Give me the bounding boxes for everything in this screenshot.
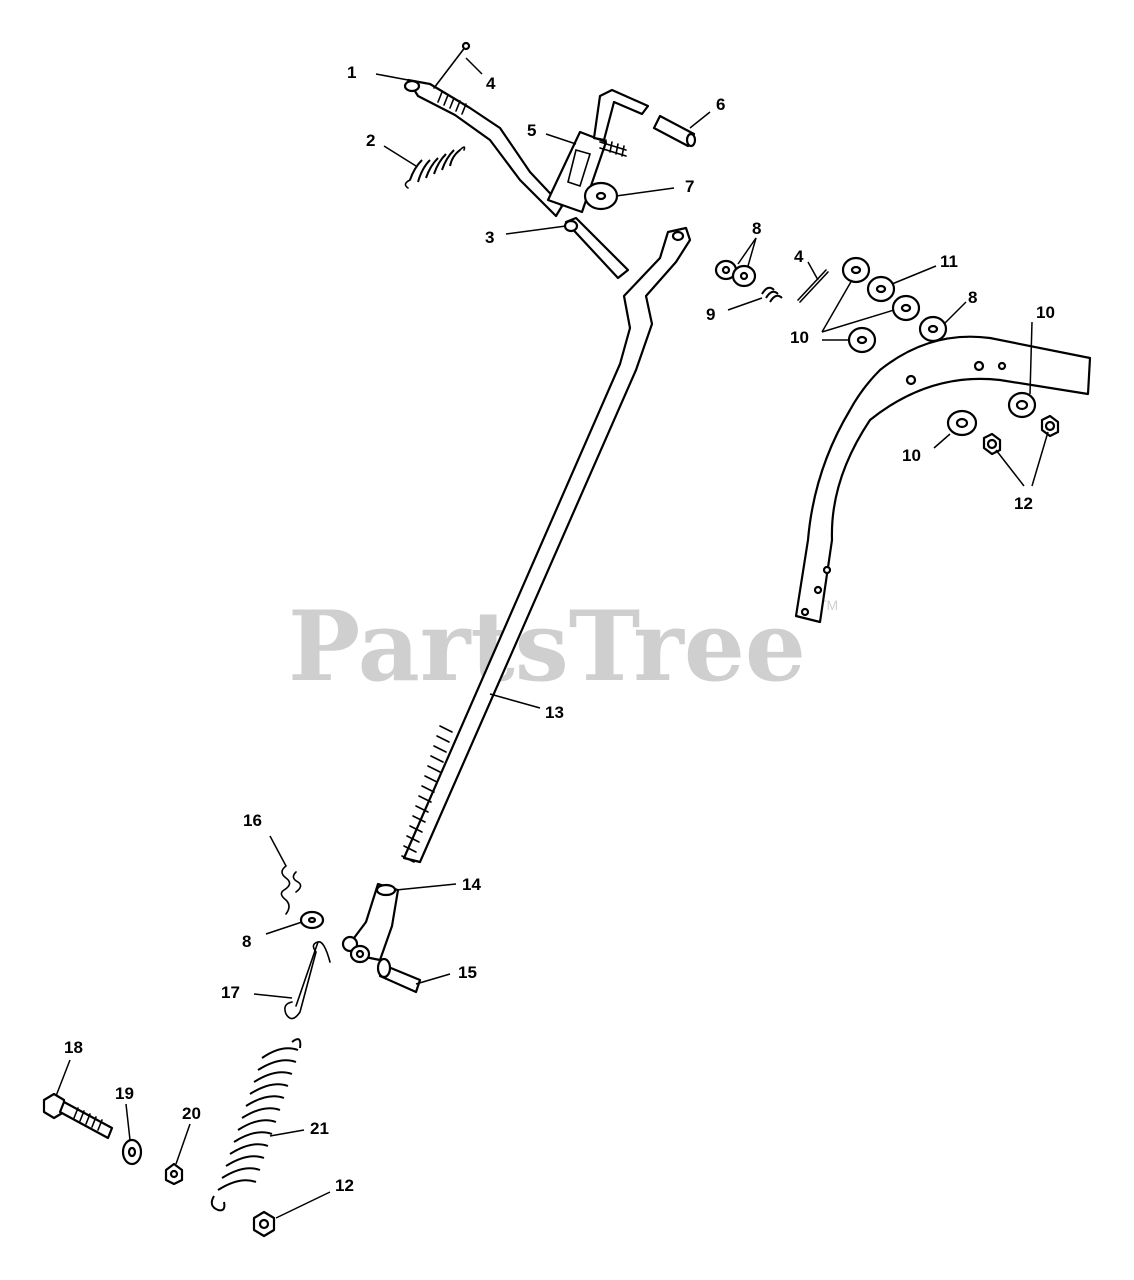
callout-2: 2	[366, 131, 375, 150]
callout-16: 16	[243, 811, 262, 830]
callout-8-right: 8	[968, 288, 977, 307]
callout-5: 5	[527, 121, 536, 140]
parts-tree-watermark: PartsTree TM	[288, 590, 838, 703]
callout-6: 6	[716, 95, 725, 114]
callout-15: 15	[458, 963, 477, 982]
spacers-10-11	[841, 256, 948, 354]
callout-1: 1	[347, 63, 356, 82]
callout-3: 3	[485, 228, 494, 247]
pivot-rod-3	[563, 216, 630, 280]
callout-4-top: 4	[486, 74, 496, 93]
callout-10-right: 10	[1036, 303, 1055, 322]
callout-7: 7	[685, 177, 694, 196]
callout-17: 17	[221, 983, 240, 1002]
callout-20: 20	[182, 1104, 201, 1123]
washers-10-lower	[946, 391, 1037, 437]
callout-14: 14	[462, 875, 481, 894]
clevis-14	[341, 882, 400, 964]
callout-10-left: 10	[790, 328, 809, 347]
hex-bolt-18	[42, 1092, 114, 1140]
washers-8-pair	[714, 259, 757, 288]
leader-lines	[55, 57, 1049, 1219]
shift-bracket-5	[546, 88, 650, 214]
callout-11: 11	[940, 252, 958, 271]
clevis-pin-15	[376, 957, 422, 994]
callout-9: 9	[706, 305, 715, 324]
lock-washer-19	[121, 1138, 143, 1166]
callout-4-right: 4	[794, 247, 804, 266]
handle-grip-6	[652, 114, 697, 148]
compression-spring-9	[761, 286, 783, 303]
washer-8-lower	[299, 910, 325, 930]
callout-10-lower: 10	[902, 446, 921, 465]
hook-rod-17	[284, 941, 331, 1020]
callout-13: 13	[545, 703, 564, 722]
callout-12-right: 12	[1014, 494, 1033, 513]
callout-labels: 1 4 2 5 6 7 3 8 4 9 11 10 8 10 10 12 13 …	[64, 63, 1055, 1195]
washer-7	[583, 181, 619, 211]
shift-bracket-arm	[794, 335, 1092, 624]
callout-12-lower: 12	[335, 1176, 354, 1195]
control-lever	[403, 78, 564, 218]
hex-nut-12-lower	[252, 1210, 276, 1238]
hairpin-clip-16	[280, 865, 302, 915]
hex-nut-20	[164, 1162, 184, 1186]
callout-8-lower: 8	[242, 932, 251, 951]
cotter-pin-4-right	[797, 269, 829, 303]
callout-8-top: 8	[752, 219, 761, 238]
callout-21: 21	[310, 1119, 329, 1138]
hex-nuts-12	[982, 414, 1060, 456]
cotter-pin-4-top	[433, 41, 471, 89]
callout-18: 18	[64, 1038, 83, 1057]
extension-spring-2	[404, 146, 466, 189]
extension-spring-21	[210, 1038, 302, 1212]
callout-19: 19	[115, 1084, 134, 1103]
shift-rod-13	[401, 226, 692, 864]
watermark-brand: PartsTree	[288, 590, 806, 703]
